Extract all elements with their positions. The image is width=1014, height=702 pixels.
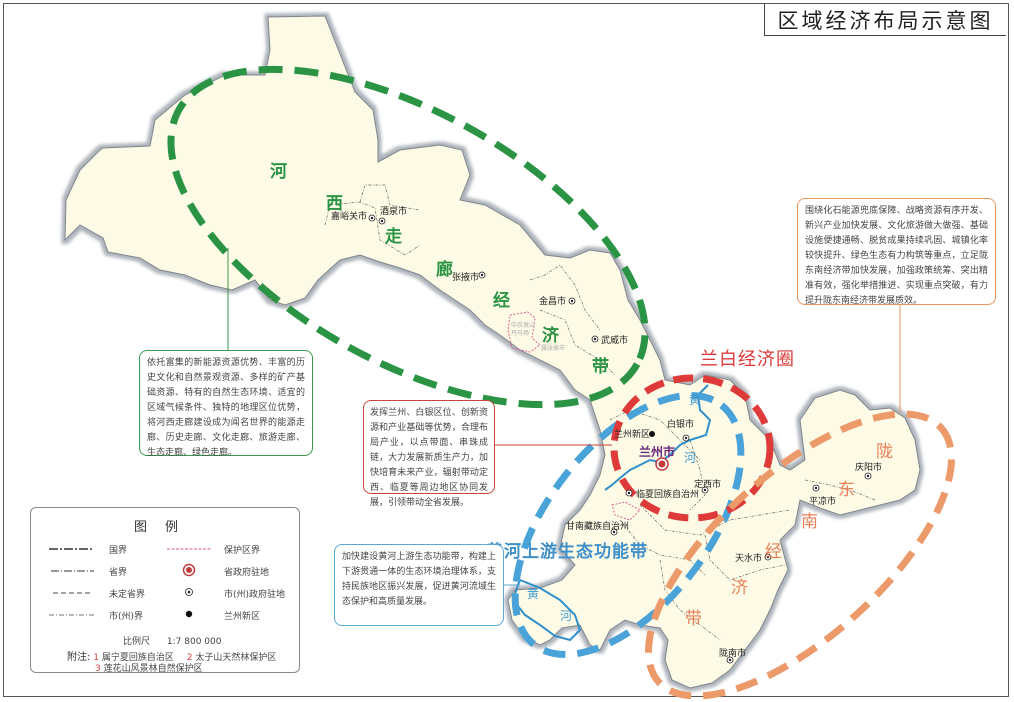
- city-label-gannan: 甘南藏族自治州: [566, 522, 630, 532]
- provincial-border-icon: [51, 570, 94, 572]
- legend-label: 市(州)界: [109, 612, 144, 622]
- city-label-pingliang: 平凉市: [809, 497, 837, 507]
- lanzhou-new-area-marker: [649, 431, 655, 437]
- note-text: 太子山天然林保护区: [195, 653, 277, 663]
- longdongnan-label-char: 经: [765, 542, 782, 562]
- national-border-icon: [49, 548, 94, 550]
- protected-area-boundary: [507, 311, 541, 353]
- longdongnan-label-char: 带: [685, 609, 702, 629]
- note-text: 莲花山风景林自然保护区: [103, 664, 203, 674]
- protected-area-boundary: [611, 501, 641, 521]
- notes-row-1: 附注: 1 属宁夏回族自治区 2 太子山天然林保护区: [67, 648, 276, 663]
- city-border-icon: [49, 614, 94, 616]
- hexi-label-char: 西: [326, 194, 343, 214]
- undefined-border-icon: [53, 592, 93, 594]
- city-label-lanzhou-new-area: 兰州新区: [614, 430, 651, 440]
- yellow-river-char: 河: [684, 451, 697, 465]
- legend-label: 省政府驻地: [224, 568, 270, 578]
- note-number: 2: [186, 653, 193, 663]
- legend-label: 未定省界: [109, 590, 146, 600]
- yellow-river-char: 河: [560, 609, 573, 623]
- longdongnan-label-char: 南: [801, 512, 818, 532]
- legend-label: 市(州)政府驻地: [224, 590, 286, 600]
- city-label-jiayuguan: 嘉峪关市: [331, 212, 368, 222]
- legend-label: 保护区界: [224, 546, 261, 556]
- legend-label: 国界: [109, 546, 128, 556]
- legend: 图例 国界 省界 未定省界 市(州)界 保护区界 省政府驻地 市(州)政府驻地 …: [30, 507, 300, 674]
- city-label-baiyin: 白银市: [667, 420, 695, 430]
- city-label-zhangye: 张掖市: [452, 273, 480, 283]
- scale: 比例尺 1:7 800 000: [123, 634, 221, 647]
- note-text: 属宁夏回族自治区: [101, 653, 174, 663]
- yellow-river-char: 黄: [689, 393, 702, 407]
- enclave-label: 中农发山丹马场: [511, 322, 536, 337]
- city-label-wuwei: 武威市: [601, 336, 629, 346]
- hexi-label-char: 廊: [436, 260, 453, 280]
- city-label-jinchang: 金昌市: [539, 297, 567, 307]
- scale-label: 比例尺: [123, 637, 151, 647]
- hexi-callout: 依托富集的新能源资源优势、丰富的历史文化和自然景观资源、多样的矿产基础资源、特有…: [139, 350, 313, 458]
- legend-label: 省界: [109, 568, 128, 578]
- longdongnan-callout: 围绕化石能源兜底保障、战略资源有序开发、新兴产业加快发展、文化旅游做大做强、基础…: [797, 198, 996, 306]
- hexi-label-char: 走: [385, 227, 402, 247]
- longdongnan-label-char: 东: [838, 480, 855, 500]
- city-label-dingxi: 定西市: [694, 480, 722, 490]
- map-title: 区域经济布局示意图: [777, 8, 994, 33]
- city-label-longnan: 陇南市: [719, 649, 747, 659]
- hexi-label-char: 济: [542, 326, 559, 346]
- note-number: 1: [93, 653, 99, 663]
- notes-row-2: 3 莲花山风景林自然保护区: [95, 661, 203, 674]
- city-seat-icon: [185, 588, 193, 596]
- hexi-label-char: 带: [592, 357, 609, 377]
- city-label-qingyang: 庆阳市: [855, 463, 883, 473]
- legend-title: 图例: [133, 520, 196, 535]
- lanbai-zone-title: 兰白经济圈: [700, 349, 795, 370]
- longdongnan-label-char: 济: [731, 578, 748, 598]
- yellow-river-callout: 加快建设黄河上游生态功能带，构建上下游贯通一体的生态环境治理体系，支持民族地区振…: [334, 544, 504, 626]
- city-label-tianshui: 天水市: [735, 554, 763, 564]
- legend-label: 兰州新区: [224, 612, 261, 622]
- map-title-box: 区域经济布局示意图: [764, 4, 1006, 36]
- city-label-lanzhou: 兰州市: [639, 445, 676, 459]
- notes-label: 附注:: [67, 652, 91, 663]
- lanbai-zone-boundary: [610, 374, 774, 522]
- protected-area-border-icon: [167, 548, 212, 550]
- city-markers: [368, 214, 872, 664]
- hexi-label-char: 河: [270, 162, 287, 182]
- yellow-river-zone-title: 黄河上游生态功能带: [486, 542, 648, 562]
- scale-value: 1:7 800 000: [166, 637, 222, 647]
- provincial-capital-icon: [182, 563, 196, 577]
- note-number: 3: [95, 664, 101, 674]
- longdongnan-zone-boundary: [645, 410, 955, 700]
- enclave-note: 属张掖市: [541, 345, 566, 352]
- city-label-linxia: 临夏回族自治州: [636, 490, 700, 500]
- lanbai-callout: 发挥兰州、白银区位、创新资源和产业基础等优势，合理布局产业，以点带面、串珠成链，…: [363, 400, 495, 508]
- yellow-river-char: 黄: [527, 587, 540, 601]
- callout-connectors: [227, 248, 901, 586]
- map-frame: [3, 3, 1009, 697]
- longdongnan-label-char: 陇: [876, 442, 893, 462]
- city-label-jiuquan: 酒泉市: [380, 207, 408, 217]
- yellow-river-zone-boundary: [511, 391, 745, 659]
- hexi-label-char: 经: [493, 291, 510, 311]
- lanzhou-new-area-icon: [185, 610, 193, 618]
